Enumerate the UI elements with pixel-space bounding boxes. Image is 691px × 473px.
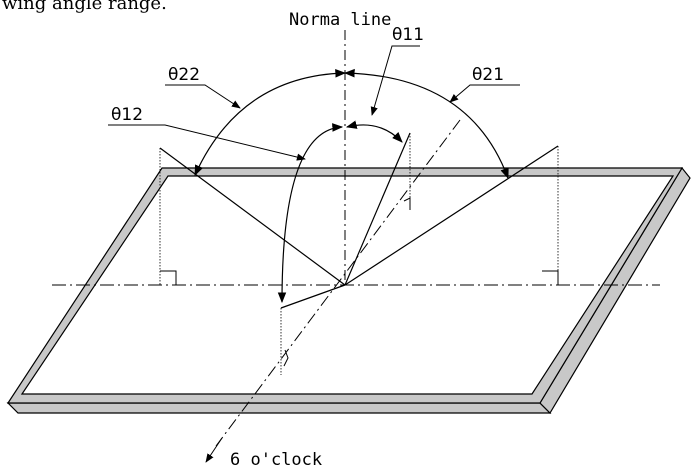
leader-theta21 [449,84,520,103]
six-oclock-label: 6 o'clock [230,450,322,470]
lcd-panel [6,166,691,414]
leader-theta22 [165,84,241,109]
theta11-label: θ11 [392,25,424,45]
arc-theta12 [277,123,344,304]
theta12-label: θ12 [111,105,143,125]
theta21-label: θ21 [472,65,504,85]
angle-arcs [194,68,509,304]
arc-theta22 [194,68,347,176]
arc-theta21 [343,68,509,180]
ray-theta21 [344,145,559,286]
panel-front-face [6,402,552,414]
theta22-label: θ22 [168,65,200,85]
normal-line-label: Norma line [289,10,391,30]
leader-theta11 [370,45,420,116]
leader-theta12 [108,124,306,161]
arc-theta11 [345,120,403,143]
six-oclock-arrow [205,437,223,463]
label-leaders [108,45,520,161]
header-fragment: wing angle range. [2,0,167,14]
right-angle-markers [160,197,559,367]
